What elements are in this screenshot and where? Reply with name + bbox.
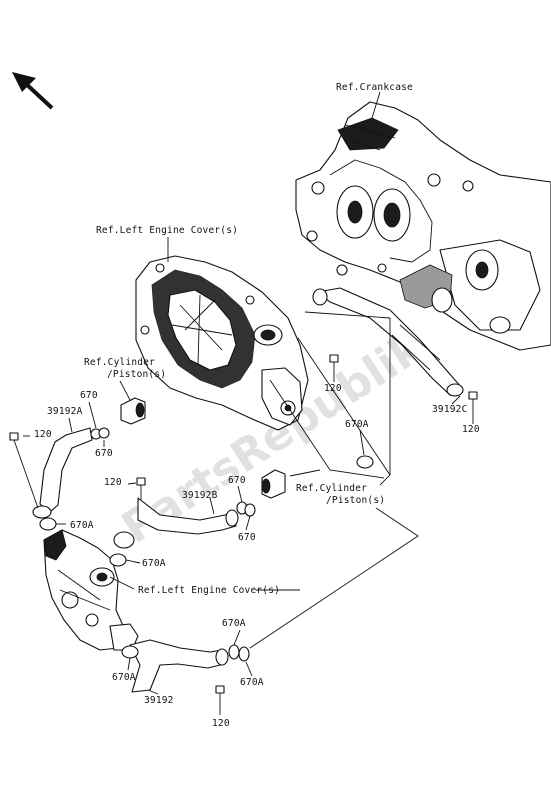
o-ring-670A-left [39,517,57,531]
o-rings-670A-bottom-right [228,644,250,662]
label-120-mid: 120 [104,477,122,488]
label-39192: 39192 [144,695,174,706]
label-ref-cylinder-right-1: Ref.Cylinder [296,483,367,494]
label-120-right-top: 120 [324,383,342,394]
label-120-left: 120 [34,429,52,440]
label-670A-center: 670A [142,558,166,569]
label-ref-left-engine-cover-top: Ref.Left Engine Cover(s) [96,225,238,236]
label-670A-bottom-right-upper: 670A [222,618,246,629]
label-120-far-right: 120 [462,424,480,435]
label-670-left-lower: 670 [95,448,113,459]
o-ring-670A-mid [356,455,374,469]
lower-engine-cover [43,529,139,651]
bolt-120-left [9,432,39,509]
cylinder-fitting-left [120,397,146,425]
label-670-mid-lower: 670 [238,532,256,543]
cylinder-fitting-right [261,469,286,499]
labels: Ref.Crankcase Ref.Left Engine Cover(s) R… [34,82,480,729]
label-39192C: 39192C [432,404,468,415]
label-670A-bottom-left: 670A [112,672,136,683]
label-670A-left: 670A [70,520,94,531]
o-ring-670A-center [109,553,127,567]
o-rings-670-mid [236,501,256,517]
hose-39192 [129,639,229,693]
label-120-bottom: 120 [212,718,230,729]
label-670A-bottom-right-lower: 670A [240,677,264,688]
label-670-mid-upper: 670 [228,475,246,486]
bolt-120-right-top [329,354,339,375]
label-670A-mid: 670A [345,419,369,430]
bolt-120-far-right [468,391,478,412]
crankcase [295,101,551,351]
bolt-120-bottom [215,685,225,708]
left-engine-cover [135,255,309,431]
arrow-up-left-icon [12,72,54,110]
label-39192B: 39192B [182,490,218,501]
hose-39192C [312,287,464,397]
label-ref-cylinder-right-2: /Piston(s) [326,495,385,506]
label-ref-crankcase: Ref.Crankcase [336,82,413,93]
label-670-top-left: 670 [80,390,98,401]
label-39192A: 39192A [47,406,83,417]
hose-39192A [32,427,110,519]
hose-39192B [137,497,239,535]
o-ring-670A-bottom-left [121,645,139,659]
label-ref-cylinder-left-2: /Piston(s) [107,369,166,380]
label-ref-left-engine-cover-bottom: Ref.Left Engine Cover(s) [138,585,280,596]
leader-lines [23,91,474,715]
label-ref-cylinder-left-1: Ref.Cylinder [84,357,155,368]
bolt-120-mid [136,477,146,500]
